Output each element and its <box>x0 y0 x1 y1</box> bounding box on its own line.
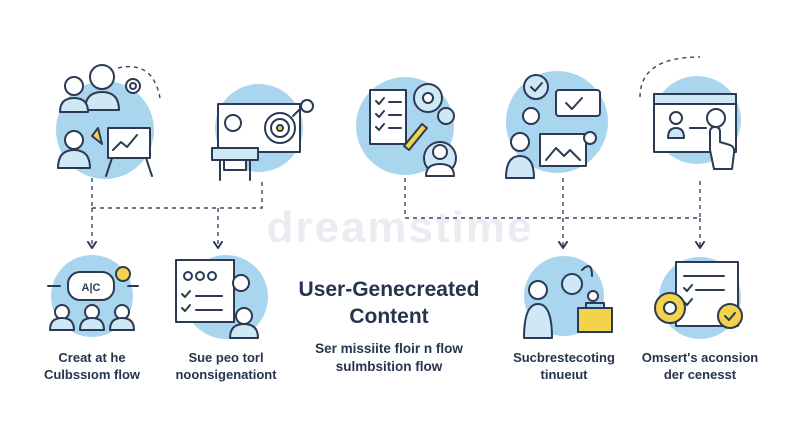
diagram-subtitle: Ser missiite floir n flow sulmbsition fl… <box>315 341 463 374</box>
web-interface-icon <box>639 56 741 170</box>
checklist-settings-icon <box>356 77 457 177</box>
svg-text:A|C: A|C <box>82 282 101 294</box>
item-label-4: Omsert's aconsion der cenesst <box>641 350 759 382</box>
watermark: dreamstime <box>266 203 534 252</box>
connectors <box>87 178 705 249</box>
community-network-icon <box>523 256 613 339</box>
item-label-1: Creat at he Culbssıom flow <box>43 350 141 382</box>
document-settings-icon <box>654 257 743 339</box>
item-label-3: Sucbrestecoting tinueıut <box>513 350 615 382</box>
team-feedback-icon <box>505 71 608 179</box>
target-strategy-icon <box>211 84 314 181</box>
item-label-2: Sue peo torl noonsigenationt <box>175 350 277 382</box>
abc-speech-group-icon: A|C <box>47 255 139 337</box>
diagram-title: User-Genecreated Content <box>298 278 480 328</box>
user-profile-form-icon <box>175 255 268 339</box>
team-presentation-icon <box>56 64 161 179</box>
